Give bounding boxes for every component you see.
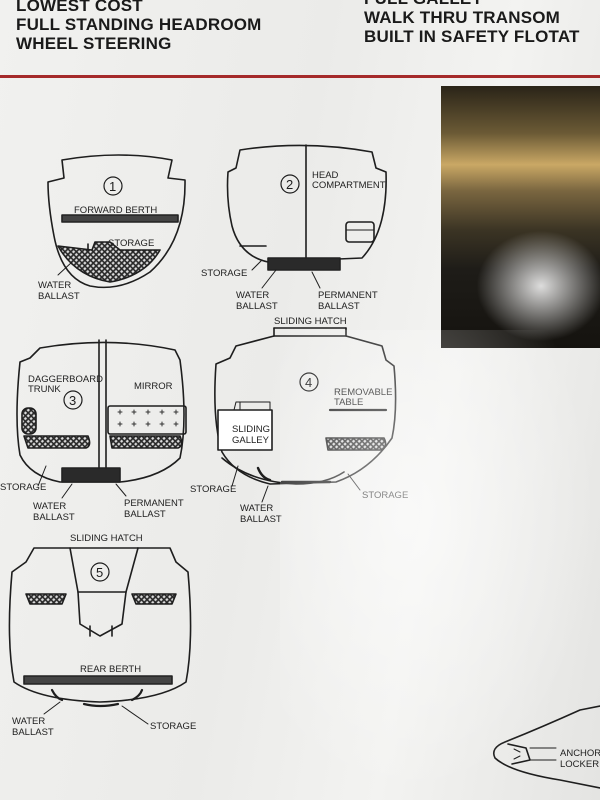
diagram-4-main-cabin-starboard: 4 SLIDING HATCH REMOVABLE TABLE SLIDING … — [190, 316, 408, 525]
label-locker: LOCKER — [560, 759, 599, 770]
label-storage-5: STORAGE — [150, 721, 196, 732]
feature-list-right: FULL GALLEY WALK THRU TRANSOM BUILT IN S… — [364, 0, 580, 46]
label-permanent-2: PERMANENT — [318, 290, 378, 301]
label-water-5: WATER — [12, 716, 45, 727]
photo-glare — [471, 226, 600, 346]
label-daggerboard: DAGGERBOARD — [28, 374, 103, 385]
diagram-1-forward-section: 1 FORWARD BERTH STORAGE WATER BALLAST — [38, 154, 186, 302]
feature-wheel-steering: WHEEL STEERING — [16, 34, 172, 53]
label-ballast-5: BALLAST — [12, 727, 54, 738]
label-rear-berth: REAR BERTH — [80, 664, 141, 675]
diagram-1-number: 1 — [109, 179, 116, 194]
label-storage-1: STORAGE — [108, 238, 154, 249]
label-anchor: ANCHOR — [560, 748, 600, 759]
label-head: HEAD — [312, 170, 339, 181]
diagram-3-main-cabin-port: 3 DAGGERBOARD TRUNK MIRROR STORAGE WATER… — [0, 339, 187, 523]
feature-safety-flotation: BUILT IN SAFETY FLOTAT — [364, 27, 580, 46]
feature-list-left: LOWEST COST FULL STANDING HEADROOM WHEEL… — [16, 0, 262, 53]
feature-full-galley: FULL GALLEY — [364, 0, 580, 8]
feature-lowest-cost: LOWEST COST — [16, 0, 143, 15]
label-water-3: WATER — [33, 501, 66, 512]
diagram-3-number: 3 — [69, 393, 76, 408]
label-permanent-ballast-3: BALLAST — [124, 509, 166, 520]
label-sliding: SLIDING — [232, 424, 270, 435]
sunset-photo — [441, 86, 600, 348]
label-sliding-hatch-5: SLIDING HATCH — [70, 533, 143, 544]
label-galley: GALLEY — [232, 435, 270, 446]
label-storage-3: STORAGE — [0, 482, 46, 493]
red-divider-rule — [0, 75, 600, 78]
label-compartment: COMPARTMENT — [312, 180, 386, 191]
label-water-4: WATER — [240, 503, 273, 514]
diagram-4-number: 4 — [305, 375, 312, 390]
label-sliding-hatch-4: SLIDING HATCH — [274, 316, 347, 327]
diagram-2-number: 2 — [286, 177, 293, 192]
label-permanent-ballast-2: BALLAST — [318, 301, 360, 312]
diagram-5-number: 5 — [96, 565, 103, 580]
feature-walk-thru-transom: WALK THRU TRANSOM — [364, 8, 561, 27]
label-water-1: WATER — [38, 280, 71, 291]
label-forward-berth: FORWARD BERTH — [74, 205, 157, 216]
label-water-2: WATER — [236, 290, 269, 301]
label-permanent-3: PERMANENT — [124, 498, 184, 509]
label-trunk: TRUNK — [28, 384, 61, 395]
diagram-5-aft-section: 5 SLIDING HATCH REAR BERTH WATER BALLAST… — [8, 533, 196, 738]
feature-full-standing-headroom: FULL STANDING HEADROOM — [16, 15, 262, 34]
label-storage-4-left: STORAGE — [190, 484, 236, 495]
label-storage-2: STORAGE — [201, 268, 247, 279]
label-mirror: MIRROR — [134, 381, 173, 392]
label-table: TABLE — [334, 397, 363, 408]
label-ballast-3: BALLAST — [33, 512, 75, 523]
label-ballast-2: BALLAST — [236, 301, 278, 312]
label-ballast-4: BALLAST — [240, 514, 282, 525]
label-storage-4-right: STORAGE — [362, 490, 408, 501]
diagram-2-head-section: 2 HEAD COMPARTMENT STORAGE WATER BALLAST… — [201, 144, 387, 312]
label-ballast-1: BALLAST — [38, 291, 80, 302]
diagram-6-bow-anchor-locker: ANCHOR LOCKER — [492, 705, 600, 789]
